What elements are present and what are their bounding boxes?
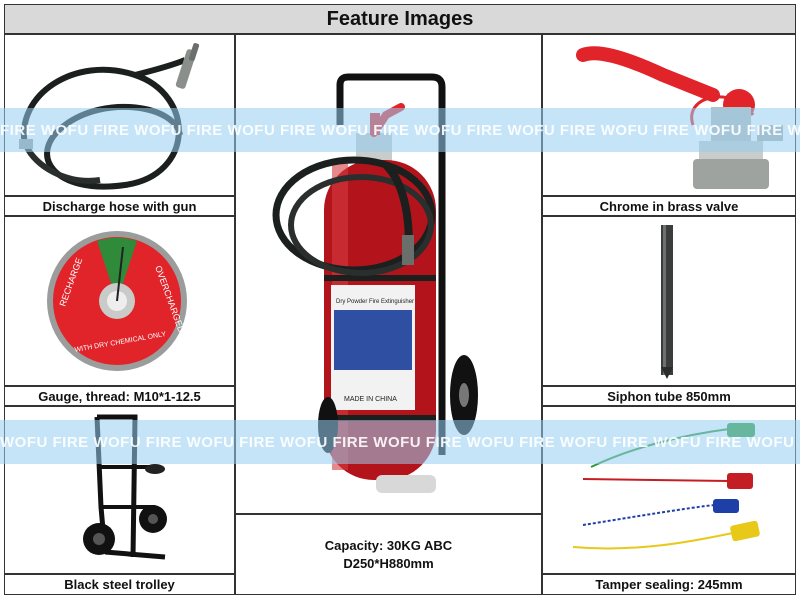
caption-siphon: Siphon tube 850mm [542,386,796,406]
header-bar: Feature Images [4,4,796,34]
page-title: Feature Images [326,7,474,30]
caption-hose: Discharge hose with gun [4,196,235,216]
gauge-image-cell: RECHARGE OVERCHARGED WITH DRY CHEMICAL O… [4,216,235,386]
capacity-cell: Capacity: 30KG ABC D250*H880mm [235,514,542,595]
caption-valve: Chrome in brass valve [542,196,796,216]
hose-with-gun-image [19,43,200,190]
pressure-gauge-image: RECHARGE OVERCHARGED WITH DRY CHEMICAL O… [47,231,187,371]
hose-image-cell [4,34,235,196]
capacity-text: Capacity: 30KG ABC [324,537,453,553]
tamper-image-cell [542,406,796,574]
valve-image-cell [542,34,796,196]
label-title-text: Dry Powder Fire Extinguisher [336,299,414,305]
label-made-in-text: MADE IN CHINA [344,396,397,403]
siphon-tube-image [661,225,673,379]
caption-gauge: Gauge, thread: M10*1-12.5 [4,386,235,406]
siphon-image-cell [542,216,796,386]
dimensions-text: D250*H880mm [343,555,434,571]
caption-trolley: Black steel trolley [4,574,235,595]
wheeled-extinguisher-image: Dry Powder Fire Extinguisher MADE IN CHI… [272,73,478,493]
caption-tamper: Tamper sealing: 245mm [542,574,796,595]
tamper-seals-image [572,423,760,550]
trolley-image-cell [4,406,235,574]
brass-valve-image [576,46,783,189]
steel-trolley-image [83,414,167,560]
extinguisher-image-cell: Dry Powder Fire Extinguisher MADE IN CHI… [235,34,542,514]
